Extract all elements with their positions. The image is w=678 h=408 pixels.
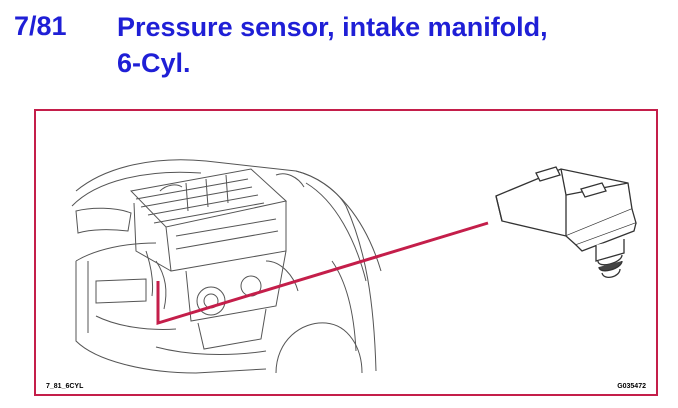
figure-code-right: G035472 xyxy=(617,383,646,390)
page-title-line-2: 6-Cyl. xyxy=(117,48,191,78)
engine-bay-illustration-icon xyxy=(71,159,382,374)
pressure-sensor-illustration-icon xyxy=(495,166,637,279)
figure-frame: 7_81_6CYL G035472 xyxy=(34,109,658,396)
figure-drawing xyxy=(71,159,637,374)
leader-line xyxy=(156,221,489,326)
page-title-line-1: Pressure sensor, intake manifold, xyxy=(117,12,548,42)
figure-code-left: 7_81_6CYL xyxy=(46,383,84,390)
page-heading-number: 7/81 xyxy=(14,11,67,41)
page-title: Pressure sensor, intake manifold, 6-Cyl. xyxy=(117,9,657,81)
